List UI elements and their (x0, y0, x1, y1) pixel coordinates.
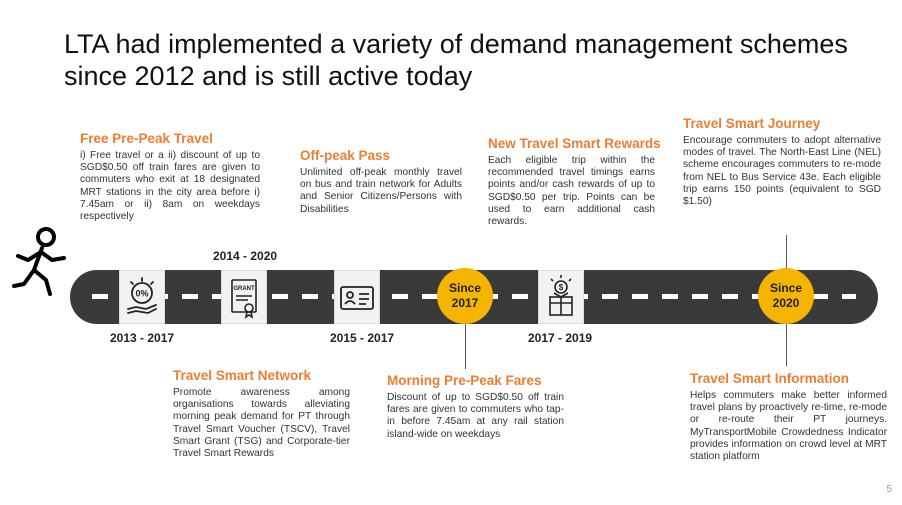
milestone-connector (786, 235, 787, 271)
slide-title: LTA had implemented a variety of demand … (64, 29, 848, 91)
discount-tile: 0% (119, 270, 165, 324)
year-label: 2015 - 2017 (330, 331, 395, 345)
scheme-description: Each eligible trip within the recommende… (488, 155, 655, 228)
scheme-description: Encourage commuters to adopt alternative… (683, 135, 881, 208)
milestone-connector (465, 323, 466, 369)
walking-person-icon (12, 227, 66, 296)
scheme-heading: Travel Smart Information (690, 371, 850, 386)
page-number: 5 (886, 484, 892, 495)
scheme-heading: Free Pre-Peak Travel (80, 131, 213, 146)
percent-text: 0% (135, 289, 148, 299)
milestone-label: Since (769, 281, 802, 295)
reward-tile: $ (538, 270, 584, 324)
scheme-travel-smart-information: Travel Smart Information Helps commuters… (690, 371, 887, 463)
milestone-year: 2020 (772, 296, 800, 310)
scheme-travel-smart-journey: Travel Smart Journey Encourage commuters… (683, 116, 881, 208)
scheme-travel-smart-network: Travel Smart Network Promote awareness a… (173, 368, 350, 460)
gift-coin-icon: $ (549, 275, 573, 316)
scheme-description: Unlimited off-peak monthly travel on bus… (300, 167, 462, 215)
scheme-heading: Morning Pre-Peak Fares (387, 373, 542, 388)
milestone-label: Since (448, 281, 481, 295)
pass-card-tile (334, 270, 380, 324)
milestone-since-2020: Since 2020 (758, 268, 814, 324)
grant-document-icon: GRANT (231, 279, 257, 319)
milestone-since-2017: Since 2017 (437, 268, 493, 324)
grant-tile: GRANT (221, 270, 267, 324)
scheme-morning-prepeak-fares: Morning Pre-Peak Fares Discount of up to… (387, 373, 564, 441)
scheme-heading: New Travel Smart Rewards (488, 136, 661, 151)
year-label: 2013 - 2017 (110, 331, 175, 345)
id-card-icon (340, 286, 374, 310)
scheme-heading: Travel Smart Network (173, 368, 312, 383)
scheme-description: Promote awareness among organisations to… (173, 387, 350, 460)
milestone-connector (786, 324, 787, 366)
scheme-description: Discount of up to SGD$0.50 off train far… (387, 392, 564, 440)
coin-dollar-text: $ (559, 283, 564, 292)
scheme-new-travel-smart-rewards: New Travel Smart Rewards Each eligible t… (488, 136, 661, 228)
grant-text: GRANT (233, 286, 255, 292)
year-label: 2017 - 2019 (528, 331, 593, 345)
scheme-description: Helps commuters make better informed tra… (690, 390, 887, 463)
scheme-heading: Travel Smart Journey (683, 116, 821, 131)
year-label: 2014 - 2020 (213, 249, 278, 263)
discount-hand-icon: 0% (127, 277, 157, 314)
scheme-free-prepeak-travel: Free Pre-Peak Travel i) Free travel or a… (80, 131, 260, 223)
milestone-year: 2017 (451, 296, 479, 310)
scheme-offpeak-pass: Off-peak Pass Unlimited off-peak monthly… (300, 148, 462, 216)
scheme-heading: Off-peak Pass (300, 148, 391, 163)
scheme-description: i) Free travel or a ii) discount of up t… (80, 150, 260, 223)
